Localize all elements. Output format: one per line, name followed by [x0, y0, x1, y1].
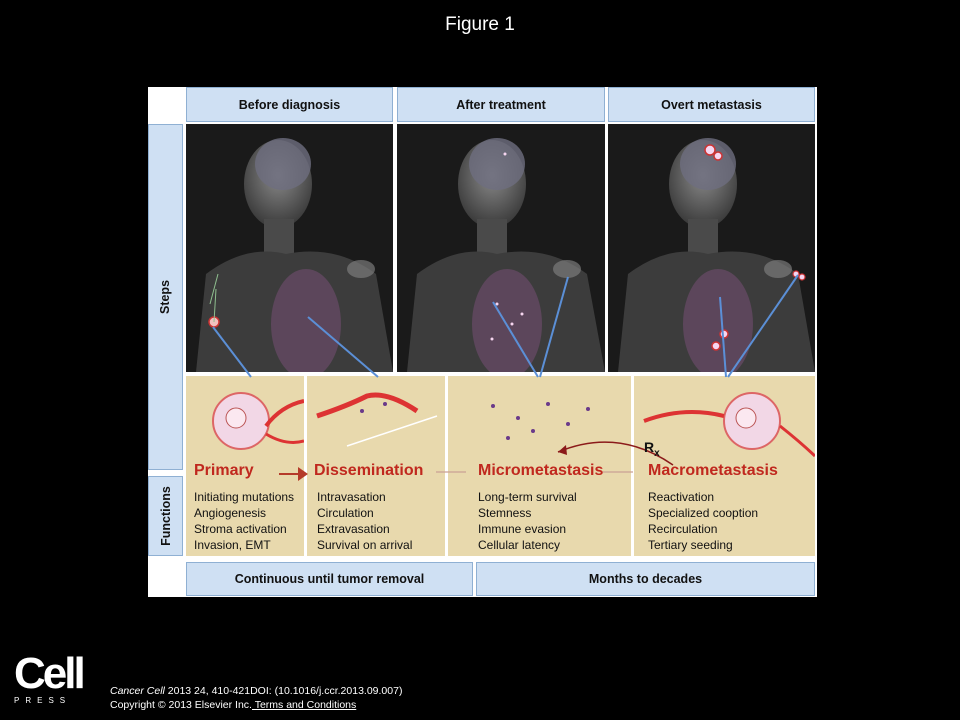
body-panel-before-diagnosis — [186, 124, 393, 372]
terms-link[interactable]: Terms and Conditions — [251, 699, 357, 711]
function-item: Survival on arrival — [317, 538, 413, 552]
stage-name-macrometastasis: Macrometastasis — [648, 462, 778, 479]
row-header-functions: Functions — [148, 476, 183, 556]
function-item: Extravasation — [317, 522, 390, 536]
citation-line: Cancer Cell 2013 24, 410-421DOI: (10.101… — [110, 684, 402, 698]
stage-name-dissemination: Dissemination — [314, 462, 424, 479]
function-list-primary: Initiating mutations Angiogenesis Stroma… — [194, 489, 294, 553]
treatment-symbol-sub: x — [654, 447, 660, 459]
function-item: Stemness — [478, 506, 532, 520]
function-item: Long-term survival — [478, 490, 577, 504]
function-item: Angiogenesis — [194, 506, 267, 520]
function-item: Immune evasion — [478, 522, 567, 536]
micrometastasis-illustration — [491, 402, 590, 440]
function-item: Recirculation — [648, 522, 718, 536]
function-item: Initiating mutations — [194, 490, 295, 504]
treatment-symbol-r: R — [644, 439, 655, 455]
function-list-micrometastasis: Long-term survival Stemness Immune evasi… — [478, 489, 577, 553]
logo-cell-text: Cell — [14, 649, 86, 698]
body-illustration-after — [407, 138, 605, 372]
column-header-after-treatment: After treatment — [397, 87, 605, 122]
column-header-overt-metastasis: Overt metastasis — [608, 87, 815, 122]
row-header-steps: Steps — [148, 124, 183, 470]
body-panel-after-treatment — [397, 124, 605, 372]
row-header-functions-label: Functions — [158, 486, 173, 546]
citation: Cancer Cell 2013 24, 410-421DOI: (10.101… — [110, 684, 402, 712]
timeline-left: Continuous until tumor removal — [186, 562, 473, 596]
stage-name-primary: Primary — [194, 462, 254, 479]
function-item: Reactivation — [648, 490, 715, 504]
function-list-dissemination: Intravasation Circulation Extravasation … — [317, 489, 412, 553]
copyright-line: Copyright © 2013 Elsevier Inc. Terms and… — [110, 698, 402, 712]
function-item: Specialized cooption — [648, 506, 759, 520]
stage-panel-dissemination: Dissemination Intravasation Circulation … — [307, 376, 445, 556]
copyright-text: Copyright © 2013 Elsevier Inc. — [110, 699, 252, 711]
macrometastasis-illustration — [643, 392, 815, 458]
body-illustration-overt — [618, 138, 815, 372]
function-item: Circulation — [317, 506, 374, 520]
treatment-symbol: Rx — [644, 439, 660, 459]
function-item: Stroma activation — [194, 522, 287, 536]
vessel-illustration — [316, 392, 438, 447]
cell-press-logo: Cell PRESS — [14, 649, 86, 706]
function-item: Tertiary seeding — [648, 538, 733, 552]
stage-panel-primary: Primary Initiating mutations Angiogenesi… — [186, 376, 304, 556]
body-illustration-before — [196, 138, 393, 372]
body-panel-overt-metastasis — [608, 124, 815, 372]
citation-details: 2013 24, 410-421DOI: (10.1016/j.ccr.2013… — [164, 685, 403, 697]
stage-name-micrometastasis: Micrometastasis — [478, 462, 604, 479]
slide-title: Figure 1 — [445, 14, 515, 35]
function-item: Cellular latency — [478, 538, 561, 552]
function-item: Intravasation — [317, 490, 386, 504]
row-header-steps-label: Steps — [158, 279, 173, 315]
figure: Before diagnosis After treatment Overt m… — [148, 87, 817, 597]
timeline-right: Months to decades — [476, 562, 815, 596]
stage-panel-micrometastasis: Micrometastasis Long-term survival Stemn… — [448, 376, 631, 556]
logo-press-text: PRESS — [14, 696, 72, 705]
column-header-before-diagnosis: Before diagnosis — [186, 87, 393, 122]
function-item: Invasion, EMT — [194, 538, 271, 552]
journal-name: Cancer Cell — [110, 685, 165, 697]
stage-panel-macrometastasis: Macrometastasis Reactivation Specialized… — [634, 376, 815, 556]
primary-tumor-illustration — [212, 392, 304, 450]
function-list-macrometastasis: Reactivation Specialized cooption Recirc… — [648, 489, 758, 553]
